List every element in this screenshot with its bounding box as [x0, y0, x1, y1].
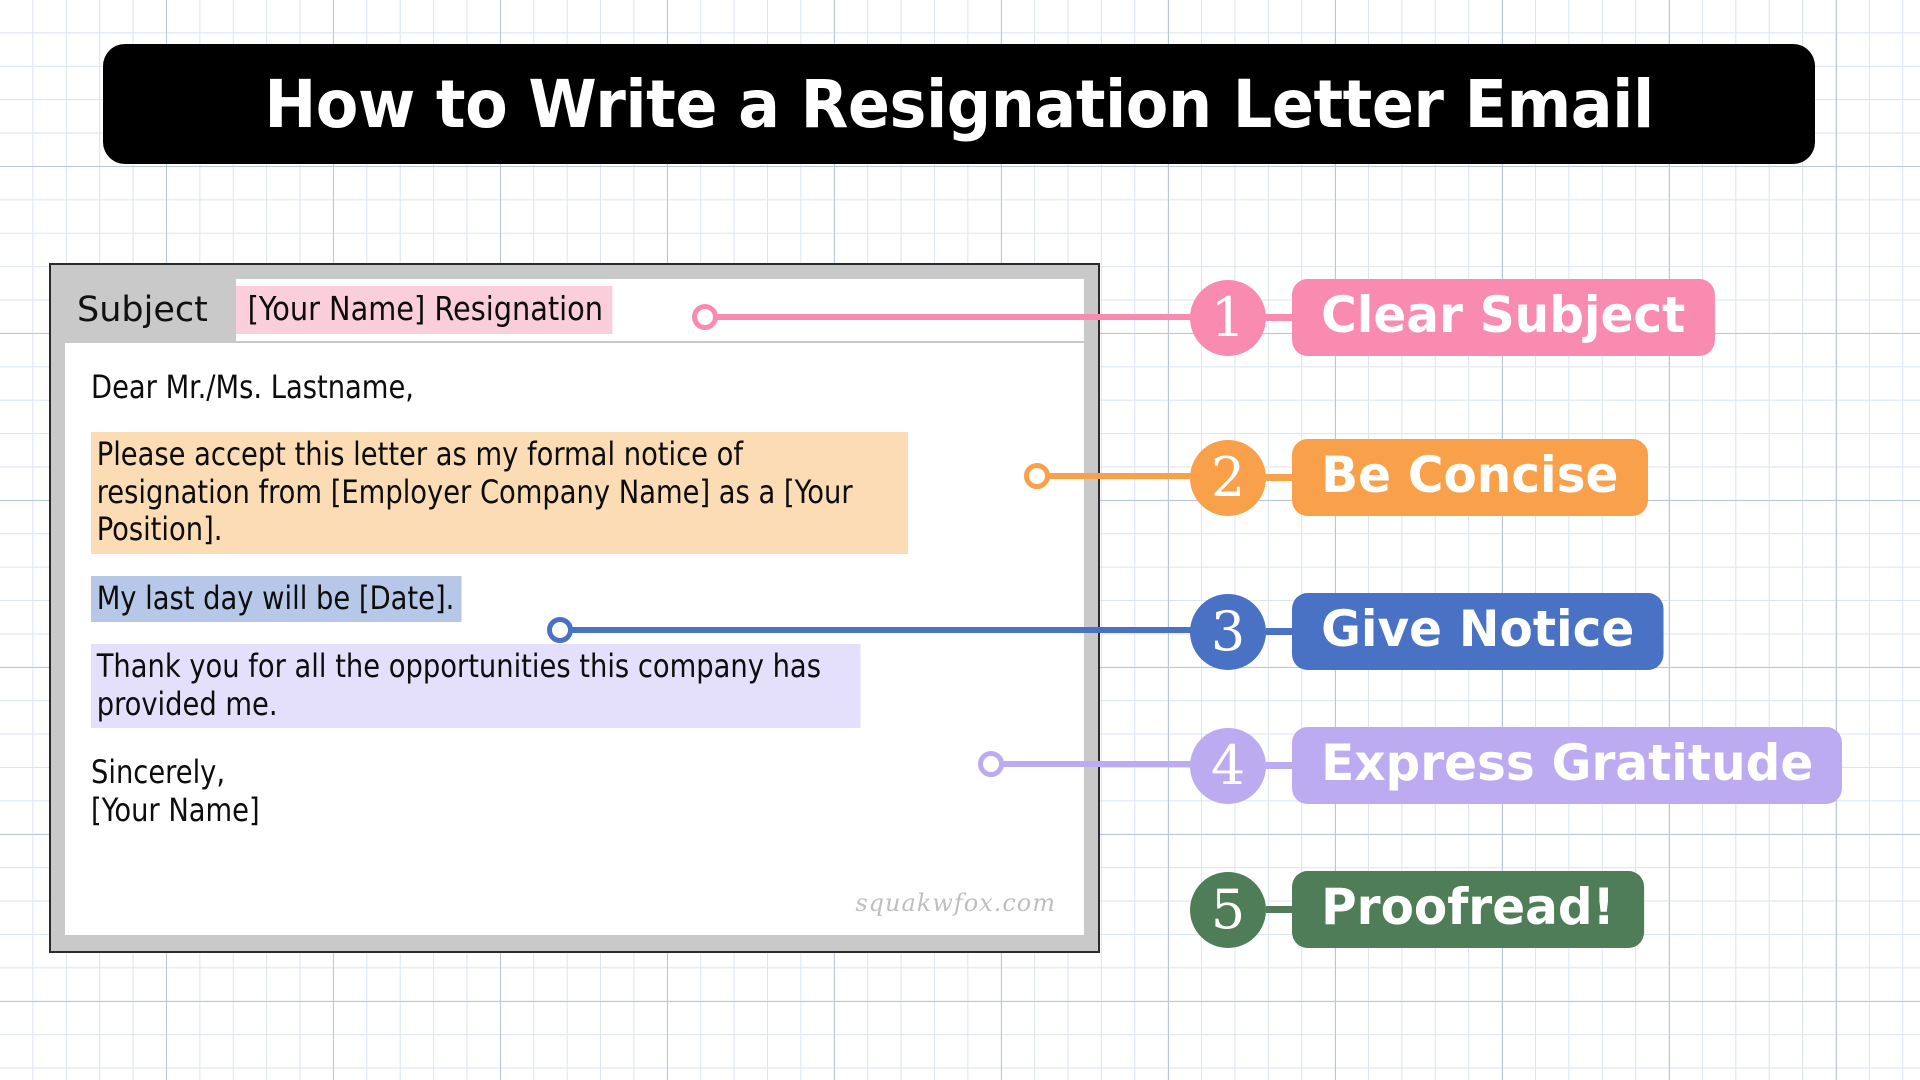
watermark: squakwfox.com: [855, 889, 1056, 917]
step-label-2: Be Concise: [1292, 439, 1648, 516]
step-label-4: Express Gratitude: [1292, 727, 1843, 804]
email-body: Dear Mr./Ms. Lastname, Please accept thi…: [65, 343, 1084, 935]
subject-highlight: [Your Name] Resignation: [235, 286, 613, 334]
email-mockup-panel: Subject [Your Name] Resignation Dear Mr.…: [49, 263, 1100, 953]
step-badge-1: 1: [1190, 279, 1266, 356]
step-4[interactable]: 4 Express Gratitude: [1190, 727, 1859, 804]
subject-input[interactable]: [Your Name] Resignation: [235, 279, 1084, 341]
connector-dot-2: [1024, 463, 1050, 489]
step-2[interactable]: 2 Be Concise: [1190, 439, 1659, 516]
spacer: [91, 728, 1058, 754]
connector-dot-1: [692, 304, 718, 330]
connector-line-2: [1042, 473, 1200, 479]
step-5[interactable]: 5 Proofread!: [1190, 871, 1655, 948]
step-label-1: Clear Subject: [1292, 279, 1715, 356]
page-title: How to Write a Resignation Letter Email: [264, 65, 1654, 143]
step-label-3: Give Notice: [1292, 593, 1664, 670]
step-badge-3: 3: [1190, 593, 1266, 670]
spacer: [91, 622, 1058, 644]
connector-line-3: [565, 627, 1200, 633]
step-link-2: [1266, 474, 1292, 481]
spacer: [91, 406, 1058, 432]
step-link-4: [1266, 762, 1292, 769]
step-3[interactable]: 3 Give Notice: [1190, 593, 1675, 670]
greeting-line: Dear Mr./Ms. Lastname,: [91, 368, 414, 406]
title-banner: How to Write a Resignation Letter Email: [103, 44, 1815, 164]
subject-label: Subject: [77, 290, 208, 330]
subject-row: Subject [Your Name] Resignation: [65, 277, 1084, 343]
step-link-1: [1266, 314, 1292, 321]
step-1[interactable]: 1 Clear Subject: [1190, 279, 1728, 356]
closing-line: Sincerely,: [91, 753, 226, 792]
step-link-5: [1266, 906, 1292, 913]
connector-dot-3: [547, 617, 573, 643]
step-link-3: [1266, 628, 1292, 635]
thanks-paragraph: Thank you for all the opportunities this…: [91, 644, 861, 729]
signature-line: [Your Name]: [91, 790, 260, 829]
step-badge-2: 2: [1190, 439, 1266, 516]
notice-paragraph: Please accept this letter as my formal n…: [91, 432, 908, 554]
step-badge-4: 4: [1190, 727, 1266, 804]
step-badge-5: 5: [1190, 871, 1266, 948]
spacer: [91, 554, 1058, 576]
connector-dot-4: [978, 751, 1004, 777]
lastday-paragraph: My last day will be [Date].: [91, 575, 462, 623]
connector-line-4: [996, 761, 1200, 767]
step-label-5: Proofread!: [1292, 871, 1644, 948]
connector-line-1: [710, 314, 1197, 320]
